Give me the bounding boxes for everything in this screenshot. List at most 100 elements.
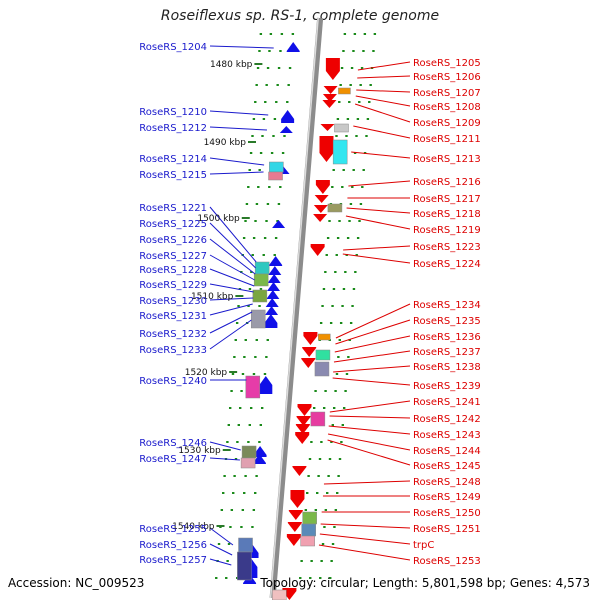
left-gene-label: RoseRS_1255 [139,524,207,535]
right-gene-label: RoseRS_1248 [413,477,481,488]
left-label-line [209,311,253,334]
right-gene-label: RoseRS_1213 [413,154,481,165]
backbone-line [269,17,324,599]
kbp-scale-label: 1490 kbp [204,138,247,148]
right-gene-label: RoseRS_1207 [413,88,481,99]
right-label-line [356,89,411,93]
forward-gene [281,110,295,123]
left-gene-label: RoseRS_1232 [139,329,207,340]
left-label-line [209,283,254,293]
left-gene-label: RoseRS_1229 [139,280,207,291]
forward-gene [259,376,273,394]
reverse-gene [315,180,330,194]
kbp-scale-label: 1500 kbp [197,214,240,224]
gene-feature-box [300,535,315,547]
forward-gene [265,298,279,307]
reverse-gene [313,214,328,222]
left-label-line [209,45,274,49]
right-label-line [327,439,411,466]
left-gene-label: RoseRS_1228 [139,265,207,276]
reverse-gene [295,424,310,434]
right-label-line [342,253,411,264]
right-label-line [343,245,411,251]
right-label-line [357,61,411,71]
reverse-gene [301,358,316,368]
kbp-scale-label: 1530 kbp [178,446,221,456]
reverse-gene [295,432,310,444]
left-gene-label: RoseRS_1214 [139,154,207,165]
kbp-scale-label: 1540 kbp [172,522,215,532]
reverse-gene [322,100,337,108]
right-gene-label: RoseRS_1234 [413,300,481,311]
left-label-line [209,238,256,275]
right-gene-label: RoseRS_1237 [413,347,481,358]
reverse-gene [320,124,335,131]
left-gene-label: RoseRS_1231 [139,311,207,322]
forward-gene [264,314,278,328]
left-label-line [209,157,265,166]
gene-feature-box [302,511,317,525]
reverse-gene [290,490,305,508]
right-gene-label: RoseRS_1205 [413,58,481,69]
left-gene-label: RoseRS_1227 [139,251,207,262]
right-gene-label: RoseRS_1219 [413,225,481,236]
right-gene-label: RoseRS_1209 [413,118,481,129]
kbp-scale-label: 1510 kbp [191,292,234,302]
right-label-line [319,533,411,545]
left-label-line [209,558,232,566]
forward-gene [267,282,281,291]
right-gene-label: RoseRS_1245 [413,461,481,472]
gene-feature-box [314,361,330,377]
right-label-line [333,365,411,373]
right-label-line [353,125,411,139]
right-gene-labels: RoseRS_1205RoseRS_1206RoseRS_1207RoseRS_… [413,58,481,567]
reverse-gene [325,58,340,80]
right-gene-label: RoseRS_1251 [413,524,481,535]
right-gene-label: RoseRS_1243 [413,430,481,441]
right-gene-label: RoseRS_1223 [413,242,481,253]
forward-gene [265,306,279,315]
gene-feature-box [334,123,349,133]
left-label-line [209,171,264,175]
reverse-gene [302,347,317,357]
forward-gene [253,446,267,457]
reverse-gene [313,205,328,213]
kbp-scale-label: 1480 kbp [210,60,253,70]
left-label-lines [209,45,274,566]
gene-feature-box [301,523,316,537]
left-gene-label: RoseRS_1240 [139,376,207,387]
forward-gene [252,454,266,464]
genome-backbone [269,17,324,599]
gene-feature-box [272,589,287,600]
right-gene-label: RoseRS_1244 [413,446,481,457]
left-gene-label: RoseRS_1212 [139,123,207,134]
right-gene-label: RoseRS_1224 [413,259,481,270]
gene-feature-box [250,309,266,329]
right-gene-label: RoseRS_1242 [413,414,481,425]
left-gene-label: RoseRS_1221 [139,203,207,214]
right-gene-label: RoseRS_1217 [413,194,481,205]
right-label-line [355,95,411,107]
left-gene-label: RoseRS_1256 [139,540,207,551]
right-label-lines [318,61,411,561]
right-label-line [323,480,411,485]
reverse-gene [322,94,337,102]
right-gene-label: RoseRS_1250 [413,508,481,519]
forward-gene [267,274,281,283]
left-gene-label: RoseRS_1215 [139,170,207,181]
right-label-line [335,303,411,339]
right-gene-label: RoseRS_1239 [413,381,481,392]
right-label-line [328,425,411,435]
scale-ticks [215,33,377,579]
right-label-line [320,523,411,529]
left-gene-label: RoseRS_1247 [139,454,207,465]
gene-feature-box [240,457,256,469]
left-gene-label: RoseRS_1230 [139,296,207,307]
gene-feature-box [310,411,326,427]
right-label-line [332,377,411,386]
left-label-line [209,457,240,461]
right-gene-label: trpC [413,540,434,551]
gene-feature-box [245,375,261,399]
left-label-line [209,543,233,556]
